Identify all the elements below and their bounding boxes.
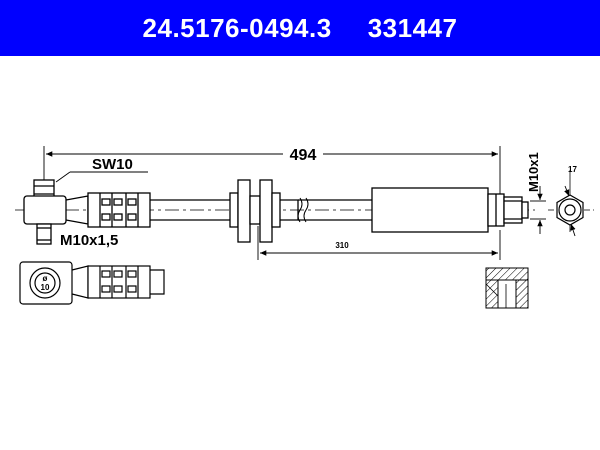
dimension-total-length bbox=[43, 146, 501, 194]
flange-size-label: 17 bbox=[568, 165, 577, 174]
thread-left-label: M10x1,5 bbox=[60, 232, 118, 249]
thread-right-label: M10x1 bbox=[526, 152, 541, 192]
right-sleeve bbox=[371, 187, 489, 233]
wrench-size-leader bbox=[55, 171, 148, 183]
part-number: 24.5176-0494.3 bbox=[142, 12, 332, 43]
section-detail bbox=[485, 267, 529, 309]
banjo-top-view bbox=[19, 261, 165, 305]
thread-right-dimension bbox=[530, 186, 546, 234]
right-fitting bbox=[487, 193, 529, 227]
dimension-partial-length bbox=[257, 226, 501, 260]
mounting-grommet bbox=[229, 179, 299, 243]
partial-length-label: 310 bbox=[335, 241, 349, 250]
title-bar: 24.5176-0494.3 331447 bbox=[0, 0, 600, 56]
wrench-size-label: SW10 bbox=[92, 156, 133, 173]
end-view-hex-nut bbox=[548, 170, 594, 237]
banjo-diameter-value: 10 bbox=[41, 283, 50, 292]
reference-number: 331447 bbox=[367, 12, 458, 43]
total-length-label: 494 bbox=[290, 147, 317, 164]
total-length-label-bg bbox=[283, 144, 323, 164]
banjo-diameter-symbol: ø bbox=[43, 274, 48, 283]
left-ferrule bbox=[87, 192, 151, 228]
